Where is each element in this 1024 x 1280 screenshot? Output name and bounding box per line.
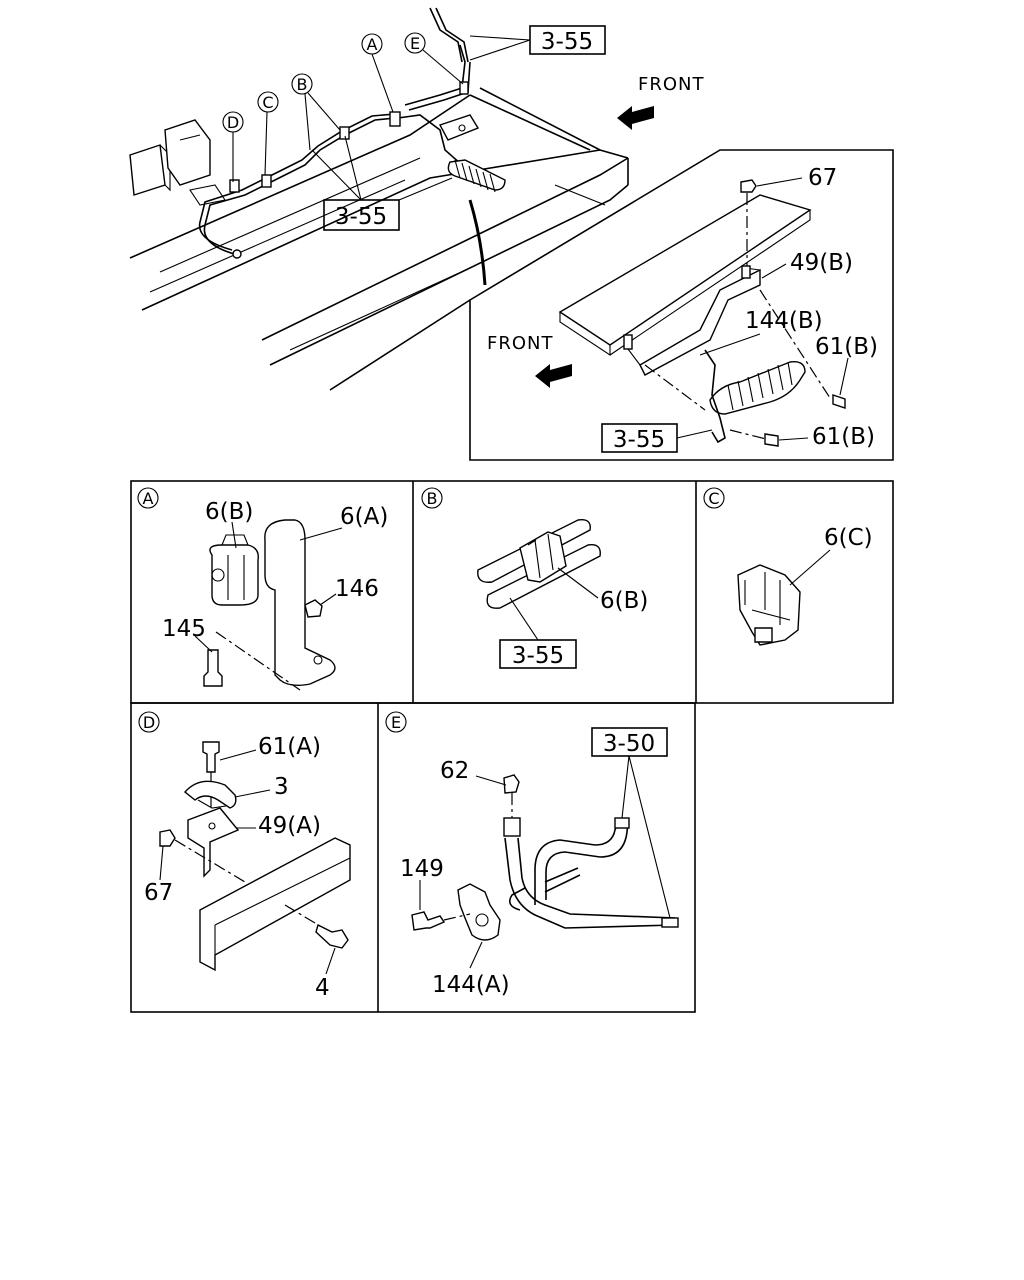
nut-67-icon xyxy=(740,179,757,193)
front-arrow-inset-icon xyxy=(535,364,572,388)
clamp-6c-part xyxy=(737,564,801,646)
detail-panels xyxy=(130,480,894,1013)
clip-3-part xyxy=(183,780,237,809)
chassis-coil xyxy=(447,159,506,193)
detail-e: E 62 149 144(A) 3-50 xyxy=(385,711,679,998)
fuel-tank-fixture xyxy=(129,119,226,206)
detail-e-ref-box: 3-50 xyxy=(591,727,671,919)
label-6b-a: 6(B) xyxy=(205,499,253,525)
rail-section xyxy=(199,837,351,972)
main-chassis-view: A E B C D 3-55 xyxy=(129,7,705,391)
detail-e-ref-label: 3-50 xyxy=(603,731,655,757)
callout-d-letter: D xyxy=(227,113,239,132)
bracket-49a-part xyxy=(187,807,240,878)
clamp-6b-part xyxy=(209,544,259,606)
inset-ref-label: 3-55 xyxy=(613,427,665,453)
nut-146-icon xyxy=(304,599,323,618)
bracket-49b xyxy=(639,268,761,376)
callout-b: B xyxy=(291,73,341,151)
inset-label-61b-lower: 61(B) xyxy=(812,424,875,450)
bolt-61b-upper-icon xyxy=(832,394,846,409)
label-4: 4 xyxy=(315,975,330,1001)
callout-a: A xyxy=(361,33,394,113)
front-arrow-icon xyxy=(617,106,654,130)
detail-a: A 6(B) 6(A) 146 145 xyxy=(137,487,388,691)
nut-62-icon xyxy=(503,774,520,794)
bolt-61b-lower-icon xyxy=(764,433,779,447)
callout-d: D xyxy=(222,111,244,182)
ref-mid-label: 3-55 xyxy=(335,204,387,230)
front-label-inset: FRONT xyxy=(487,333,554,354)
inset-label-61b-upper: 61(B) xyxy=(815,334,878,360)
detail-c-tag: C xyxy=(708,489,719,508)
label-149: 149 xyxy=(400,856,444,882)
front-indicator-inset: FRONT xyxy=(487,333,572,388)
label-144a: 144(A) xyxy=(432,972,510,998)
clip-144a-part xyxy=(457,883,501,941)
inset-ref-box: 3-55 xyxy=(601,423,713,453)
inset-label-144b: 144(B) xyxy=(745,308,823,334)
pipe-run xyxy=(198,7,480,259)
detail-d-tag: D xyxy=(143,713,155,732)
front-indicator-main: FRONT xyxy=(617,74,705,130)
label-6c: 6(C) xyxy=(824,525,873,551)
detail-d: D 61(A) 3 49(A) 67 4 xyxy=(138,711,351,1001)
detail-b-tag: B xyxy=(427,489,438,508)
callout-b-letter: B xyxy=(297,75,308,94)
inset-detail: 67 49(B) 144(B) 61(B) 61(B) 3-55 FRONT xyxy=(469,149,894,461)
clamp-6b-part xyxy=(519,531,567,583)
bracket-6a-part xyxy=(264,519,336,687)
pipe-assembly xyxy=(504,837,676,929)
label-49a: 49(A) xyxy=(258,813,321,839)
detail-b-ref-label: 3-55 xyxy=(512,643,564,669)
nut-67-icon xyxy=(159,829,176,847)
label-67-d: 67 xyxy=(144,880,173,906)
callout-e: E xyxy=(404,32,464,85)
inset-leader xyxy=(468,199,487,286)
callout-e-letter: E xyxy=(410,34,420,53)
detail-b: B 6(B) 3-55 xyxy=(421,487,648,669)
label-6a: 6(A) xyxy=(340,504,388,530)
label-145: 145 xyxy=(162,616,206,642)
label-61a: 61(A) xyxy=(258,734,321,760)
label-146: 146 xyxy=(335,576,379,602)
bolt-61a-icon xyxy=(202,741,220,773)
inset-label-67: 67 xyxy=(808,165,837,191)
label-6b-b: 6(B) xyxy=(600,588,648,614)
ref-box-mid: 3-55 xyxy=(311,135,453,231)
detail-e-tag: E xyxy=(391,713,401,732)
frame-rails xyxy=(129,87,629,391)
detail-c: C 6(C) xyxy=(703,487,873,646)
label-3: 3 xyxy=(274,774,289,800)
ref-top-label: 3-55 xyxy=(541,29,593,55)
callout-a-letter: A xyxy=(367,35,378,54)
inset-label-49b: 49(B) xyxy=(790,250,853,276)
screw-4-icon xyxy=(315,923,349,949)
detail-a-tag: A xyxy=(143,489,154,508)
front-label-main: FRONT xyxy=(638,74,705,95)
inset-coil xyxy=(704,349,806,444)
ref-box-top: 3-55 xyxy=(469,25,606,61)
callout-c: C xyxy=(257,91,279,176)
callout-c-letter: C xyxy=(262,93,273,112)
bolt-149-icon xyxy=(411,911,446,931)
detail-b-ref-box: 3-55 xyxy=(499,597,577,669)
label-62: 62 xyxy=(440,758,469,784)
bolt-145-icon xyxy=(203,649,223,687)
